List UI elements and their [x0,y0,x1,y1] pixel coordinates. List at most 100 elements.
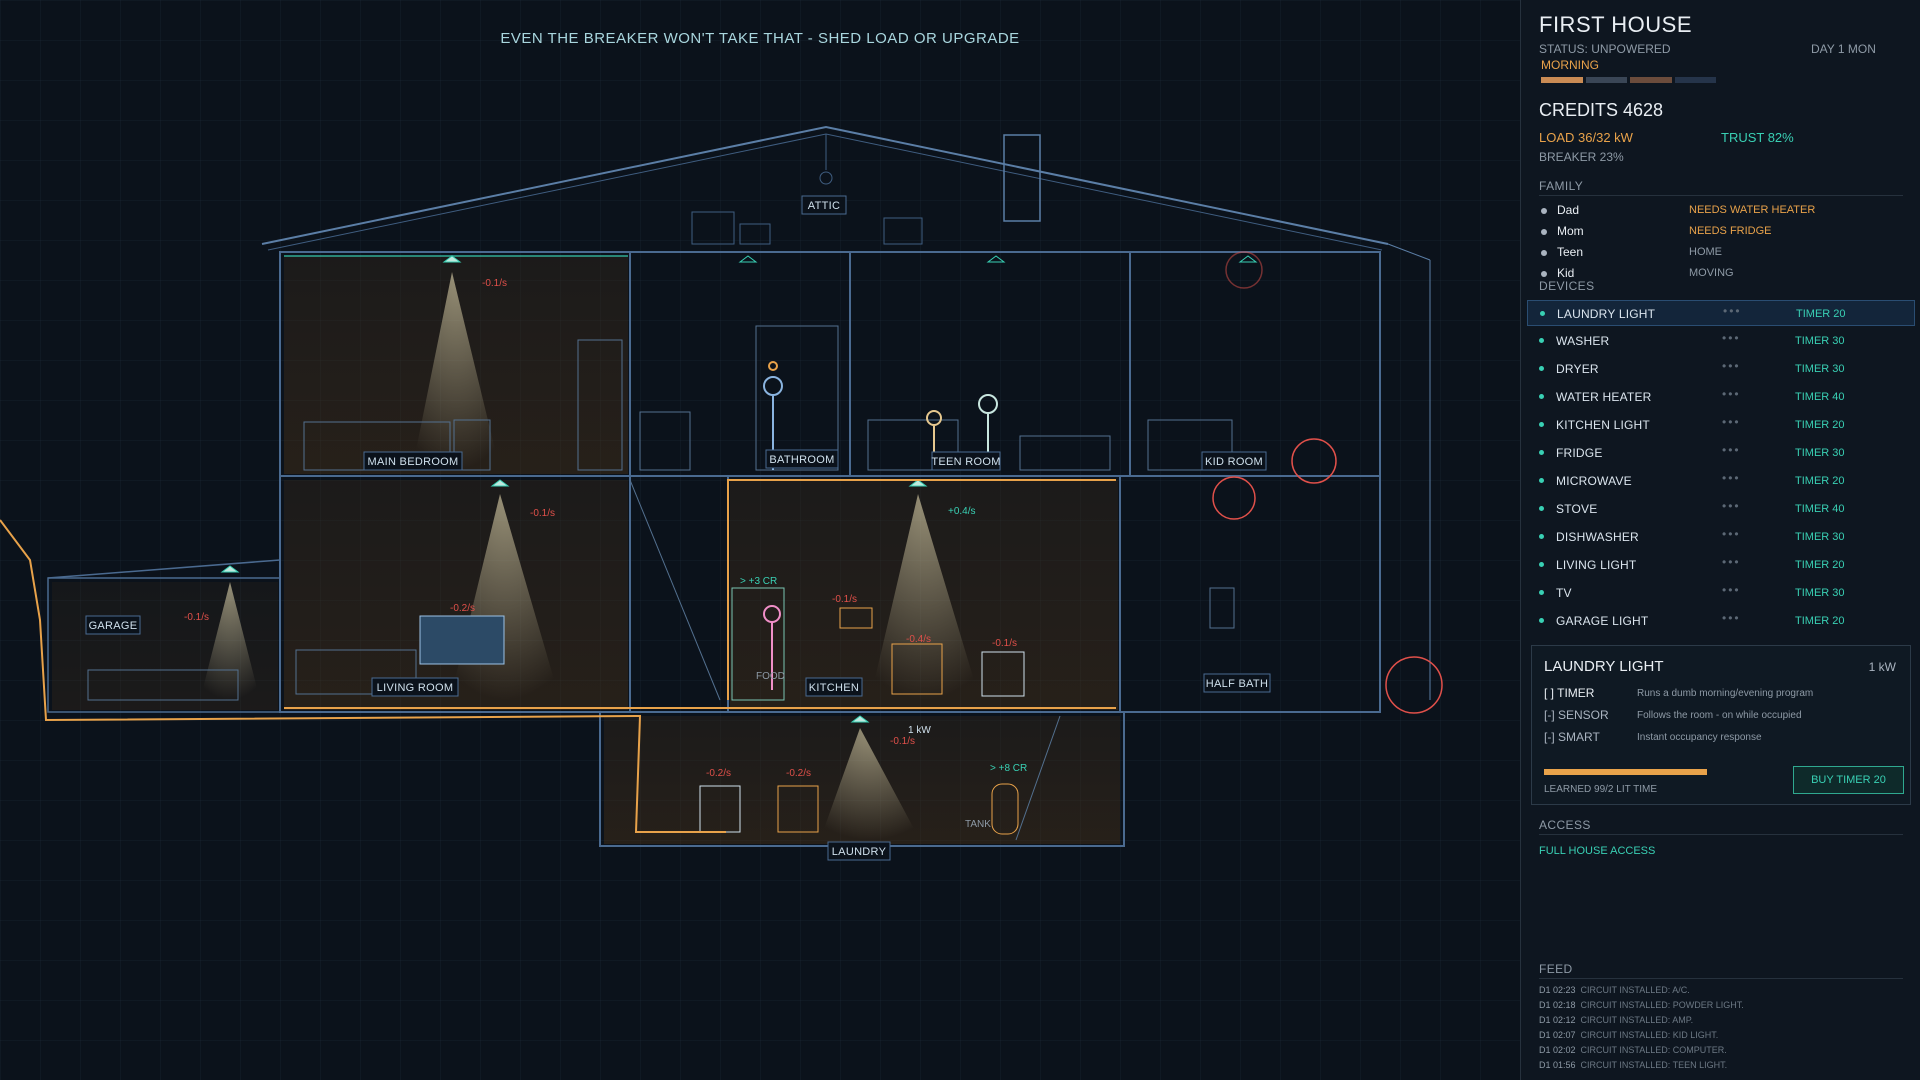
feed-entry: D1 02:07 CIRCUIT INSTALLED: KID LIGHT. [1539,1030,1718,1040]
device-timer[interactable]: TIMER 30 [1795,447,1845,459]
device-row[interactable]: FRIDGE•••TIMER 30 [1527,440,1915,466]
device-status-dot [1539,534,1544,539]
family-member[interactable]: Mom NEEDS FRIDGE [1539,223,1903,241]
room-label-bathroom: BATHROOM [769,454,834,466]
overload-markers[interactable] [1212,251,1443,714]
device-menu-icon[interactable]: ••• [1722,331,1741,345]
learned-label: LEARNED 99/2 LIT TIME [1544,784,1658,795]
device-status-dot [1539,394,1544,399]
rate-tv: -0.2/s [450,603,475,614]
device-name: DRYER [1556,362,1599,376]
room-label-kid-room: KID ROOM [1205,456,1263,468]
device-row[interactable]: LAUNDRY LIGHT•••TIMER 20 [1527,300,1915,326]
room-label-kitchen: KITCHEN [809,682,859,694]
device-timer[interactable]: TIMER 20 [1795,419,1845,431]
feed-message: CIRCUIT INSTALLED: KID LIGHT. [1580,1030,1719,1040]
lamps[interactable] [220,255,1258,723]
device-timer[interactable]: TIMER 20 [1796,308,1846,320]
feed-entry: D1 02:12 CIRCUIT INSTALLED: AMP. [1539,1015,1693,1025]
member-status-dot [1541,250,1547,256]
laundry-light-kw: 1 kW [908,725,931,736]
timebar-segment-morning [1541,77,1583,83]
device-name: WASHER [1556,334,1610,348]
device-menu-icon[interactable]: ••• [1722,387,1741,401]
device-name: WATER HEATER [1556,390,1652,404]
devices-heading: DEVICES [1539,279,1595,293]
device-row[interactable]: TV ••• TIMER 30 [1527,580,1915,606]
timebar-segment-evening [1630,77,1672,83]
device-timer[interactable]: TIMER 30 [1795,587,1845,599]
rate-laundry-light: -0.1/s [890,736,915,747]
feed-entry: D1 01:56 CIRCUIT INSTALLED: TEEN LIGHT. [1539,1060,1727,1070]
option-sensor[interactable]: [-] SENSOR [1544,708,1609,722]
option-timer[interactable]: [ ] TIMER [1544,686,1595,700]
power-status: STATUS: UNPOWERED [1539,42,1671,56]
option-smart[interactable]: [-] SMART [1544,730,1600,744]
member-need: NEEDS FRIDGE [1689,225,1772,237]
device-timer[interactable]: TIMER 30 [1795,531,1845,543]
side-panel: FIRST HOUSE STATUS: UNPOWERED DAY 1 MON … [1520,0,1920,1080]
device-name: GARAGE LIGHT [1556,614,1649,628]
time-period: MORNING [1541,58,1599,72]
access-heading: ACCESS [1539,818,1591,832]
device-menu-icon[interactable]: ••• [1722,471,1741,485]
feed-time: D1 02:18 [1539,1000,1576,1010]
rate-garage: -0.1/s [184,612,209,623]
option-smart-desc: Instant occupancy response [1637,732,1762,743]
device-menu-icon[interactable]: ••• [1722,555,1741,569]
device-timer[interactable]: TIMER 40 [1795,391,1845,403]
full-house-access-link[interactable]: FULL HOUSE ACCESS [1539,845,1656,857]
device-row[interactable]: STOVE ••• TIMER 40 [1527,496,1915,522]
device-menu-icon[interactable]: ••• [1722,611,1741,625]
feed-message: CIRCUIT INSTALLED: AMP. [1580,1015,1694,1025]
device-menu-icon[interactable]: ••• [1722,415,1741,429]
house-schematic[interactable]: ATTIC MAIN BEDROOM BATHROOM TEEN ROOM KI… [0,0,1520,1080]
feed-time: D1 02:12 [1539,1015,1576,1025]
house-view[interactable]: EVEN THE BREAKER WON'T TAKE THAT - SHED … [0,0,1520,1080]
device-status-dot [1539,450,1544,455]
access-divider [1539,834,1903,835]
rate-living-light: -0.1/s [530,508,555,519]
device-status-dot [1539,506,1544,511]
device-name: TV [1556,586,1572,600]
device-row[interactable]: DISHWASHER•••TIMER 30 [1527,524,1915,550]
device-menu-icon[interactable]: ••• [1722,359,1741,373]
food-label: FOOD [756,671,785,682]
timebar-segment-day [1585,77,1627,83]
device-row[interactable]: DRYER ••• TIMER 30 [1527,356,1915,382]
member-name: Teen [1557,245,1584,259]
device-menu-icon[interactable]: ••• [1722,583,1741,597]
device-timer[interactable]: TIMER 40 [1795,503,1845,515]
feed-heading: FEED [1539,962,1573,976]
device-row[interactable]: WASHER ••• TIMER 30 [1527,328,1915,354]
member-need: NEEDS WATER HEATER [1689,204,1816,216]
device-menu-icon[interactable]: ••• [1723,304,1742,318]
device-row[interactable]: KITCHEN LIGHT•••TIMER 20 [1527,412,1915,438]
buy-timer-button[interactable]: BUY TIMER 20 [1793,766,1904,794]
load-readout: LOAD 36/32 kW [1539,130,1633,145]
device-row[interactable]: MICROWAVE•••TIMER 20 [1527,468,1915,494]
rate-dishwasher: -0.1/s [992,638,1017,649]
device-menu-icon[interactable]: ••• [1722,443,1741,457]
device-timer[interactable]: TIMER 30 [1795,335,1845,347]
device-row[interactable]: WATER HEATER ••• TIMER 40 [1527,384,1915,410]
device-name: STOVE [1556,502,1598,516]
device-row[interactable]: GARAGE LIGHT ••• TIMER 20 [1527,608,1915,634]
device-timer[interactable]: TIMER 30 [1795,363,1845,375]
feed-time: D1 02:07 [1539,1030,1576,1040]
device-menu-icon[interactable]: ••• [1722,527,1741,541]
feed-entry: D1 02:18 CIRCUIT INSTALLED: POWDER LIGHT… [1539,1000,1744,1010]
tank-label: TANK [965,819,991,830]
device-timer[interactable]: TIMER 20 [1795,615,1845,627]
device-menu-icon[interactable]: ••• [1722,499,1741,513]
member-status-dot [1541,208,1547,214]
member-name: Mom [1557,224,1584,238]
device-row[interactable]: LIVING LIGHT•••TIMER 20 [1527,552,1915,578]
device-timer[interactable]: TIMER 20 [1795,475,1845,487]
device-timer[interactable]: TIMER 20 [1795,559,1845,571]
device-status-dot [1539,338,1544,343]
feed-message: CIRCUIT INSTALLED: COMPUTER. [1580,1045,1727,1055]
